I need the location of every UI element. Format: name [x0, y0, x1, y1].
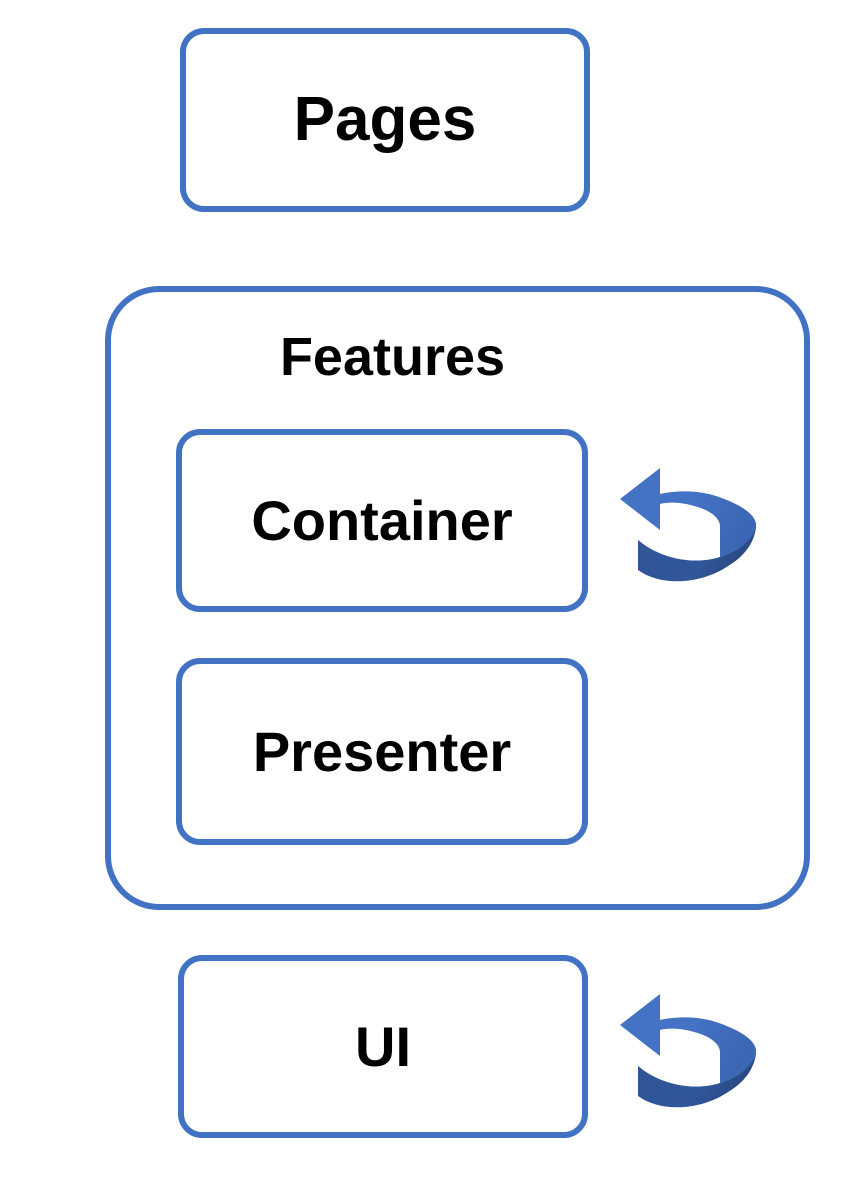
node-container[interactable]: Container [176, 429, 588, 612]
node-presenter-label: Presenter [252, 719, 512, 783]
node-pages[interactable]: Pages [180, 28, 590, 212]
node-ui[interactable]: UI [178, 955, 588, 1138]
node-container-label: Container [251, 488, 513, 552]
node-pages-label: Pages [293, 85, 477, 154]
node-ui-label: UI [355, 1014, 411, 1078]
circular-arrow-icon [616, 988, 766, 1120]
node-features-label: Features [279, 327, 506, 387]
circular-arrow-icon [616, 462, 766, 594]
node-presenter[interactable]: Presenter [176, 658, 588, 845]
